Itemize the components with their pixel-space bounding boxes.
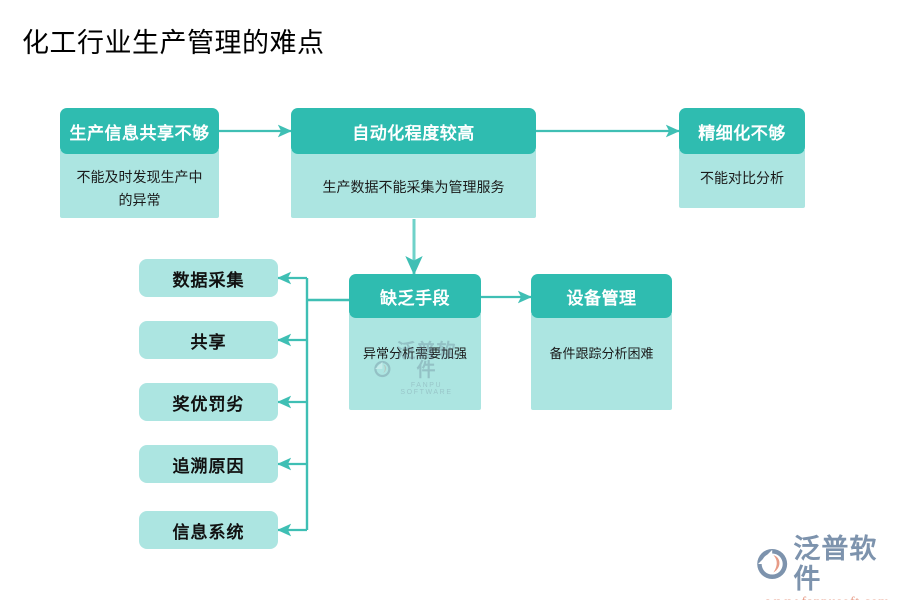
node-lack-of-means[interactable]: 缺乏手段 异常分析需要加强 泛普软件 FANPU SOFTWARE xyxy=(349,274,481,410)
fanpu-brand-icon xyxy=(757,549,788,579)
node-data-collection[interactable]: 数据采集 xyxy=(139,259,278,297)
node-sharing-label: 共享 xyxy=(190,332,227,352)
node-equipment-mgmt-body: 备件跟踪分析困难 xyxy=(531,314,672,410)
node-equipment-mgmt-header-label: 设备管理 xyxy=(566,288,637,308)
node-info-sharing-body: 不能及时发现生产中的异常 xyxy=(60,150,219,218)
node-automation-header: 自动化程度较高 xyxy=(291,108,536,154)
node-refinement-header: 精细化不够 xyxy=(679,108,805,154)
brand-url: www.fanpusoft.com xyxy=(766,595,890,600)
node-automation-header-label: 自动化程度较高 xyxy=(352,123,475,143)
node-lack-of-means-body-text: 异常分析需要加强 xyxy=(362,346,467,361)
node-equipment-mgmt-body-text: 备件跟踪分析困难 xyxy=(549,346,654,361)
node-equipment-mgmt-header: 设备管理 xyxy=(531,274,672,318)
node-info-sharing-body-text: 不能及时发现生产中的异常 xyxy=(76,169,203,208)
node-data-collection-label: 数据采集 xyxy=(172,270,245,290)
node-lack-of-means-header-label: 缺乏手段 xyxy=(380,288,450,308)
node-refinement-body: 不能对比分析 xyxy=(679,150,805,208)
node-info-system[interactable]: 信息系统 xyxy=(139,511,278,549)
node-automation[interactable]: 自动化程度较高 生产数据不能采集为管理服务 xyxy=(291,108,536,218)
node-info-system-label: 信息系统 xyxy=(172,522,245,542)
node-trace-cause-label: 追溯原因 xyxy=(172,456,245,476)
node-info-sharing-header-label: 生产信息共享不够 xyxy=(69,123,210,143)
node-automation-body-text: 生产数据不能采集为管理服务 xyxy=(322,179,505,195)
node-trace-cause[interactable]: 追溯原因 xyxy=(139,445,278,483)
brand-logo: 泛普软件 www.fanpusoft.com xyxy=(756,534,900,600)
node-refinement-body-text: 不能对比分析 xyxy=(700,170,784,186)
node-sharing[interactable]: 共享 xyxy=(139,321,278,359)
node-reward-penalty-label: 奖优罚劣 xyxy=(172,394,245,414)
inline-watermark-en: FANPU SOFTWARE xyxy=(400,382,453,396)
node-automation-body: 生产数据不能采集为管理服务 xyxy=(291,150,536,218)
node-lack-of-means-body: 异常分析需要加强 泛普软件 FANPU SOFTWARE xyxy=(349,314,481,410)
brand-name: 泛普软件 xyxy=(793,534,878,594)
node-lack-of-means-header: 缺乏手段 xyxy=(349,274,481,318)
node-info-sharing[interactable]: 生产信息共享不够 不能及时发现生产中的异常 xyxy=(60,108,219,218)
node-info-sharing-header: 生产信息共享不够 xyxy=(60,108,219,154)
node-refinement[interactable]: 精细化不够 不能对比分析 xyxy=(679,108,805,208)
node-reward-penalty[interactable]: 奖优罚劣 xyxy=(139,383,278,421)
node-refinement-header-label: 精细化不够 xyxy=(698,123,786,143)
node-equipment-mgmt[interactable]: 设备管理 备件跟踪分析困难 xyxy=(531,274,672,410)
page-title: 化工行业生产管理的难点 xyxy=(22,28,325,58)
